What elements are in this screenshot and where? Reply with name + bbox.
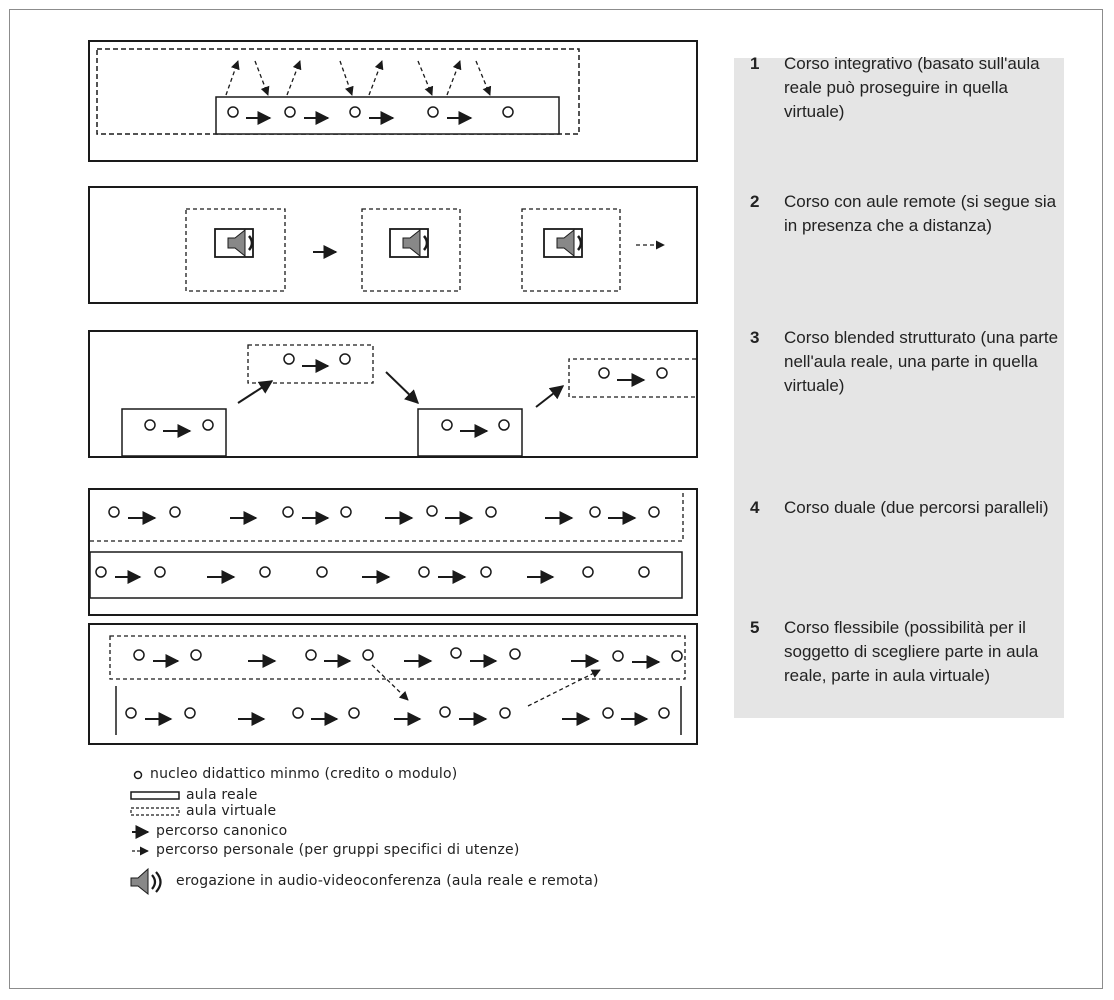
- circle-icon: [133, 770, 143, 780]
- virtual-room: [568, 358, 696, 398]
- real-room: [215, 96, 560, 135]
- legend-virtual-room: aula virtuale: [186, 803, 277, 819]
- legend-canonical-path: percorso canonico: [156, 823, 288, 839]
- item-text: Corso blended strutturato (una parte nel…: [784, 328, 1059, 395]
- nucleus: [427, 106, 439, 118]
- solid-rectangle-icon: [130, 791, 180, 800]
- diagram-dual: [88, 488, 698, 616]
- virtual-room: [521, 208, 621, 292]
- item-text: Corso flessibile (possibilità per il sog…: [784, 618, 1039, 685]
- real-room: [89, 551, 683, 599]
- diagram-3-content: [121, 344, 696, 457]
- item-number: 2: [750, 192, 760, 211]
- item-number: 3: [750, 328, 760, 347]
- virtual-room: [247, 344, 374, 384]
- item-text: Corso duale (due percorsi paralleli): [784, 498, 1049, 517]
- virtual-room: [361, 208, 461, 292]
- nucleus: [349, 106, 361, 118]
- real-room: [417, 408, 523, 457]
- nucleus: [227, 106, 239, 118]
- legend-conference: erogazione in audio-videoconferenza (aul…: [176, 873, 599, 889]
- figure-frame: [9, 9, 1103, 989]
- diagram-remote-rooms: [88, 186, 698, 304]
- description-panel: [734, 58, 1064, 718]
- virtual-room: [185, 208, 286, 292]
- item-text: Corso con aule remote (si segue sia in p…: [784, 192, 1057, 235]
- speaker-icon: [214, 228, 254, 258]
- item-number: 5: [750, 618, 760, 637]
- legend-personal-path: percorso personale (per gruppi specifici…: [156, 842, 520, 858]
- item-number: 1: [750, 54, 760, 73]
- diagram-2-content: [185, 208, 665, 292]
- dashed-rectangle-icon: [130, 807, 180, 816]
- item-text: Corso integrativo (basato sull'aula real…: [784, 54, 1040, 121]
- speaker-icon: [543, 228, 583, 258]
- speaker-icon: [389, 228, 429, 258]
- virtual-room: [90, 491, 684, 542]
- diagram-1-content: [96, 48, 580, 135]
- virtual-room: [109, 635, 686, 680]
- speaker-icon: [130, 867, 162, 896]
- diagram-blended: [88, 330, 698, 458]
- diagram-flexible: [88, 623, 698, 745]
- legend-real-room: aula reale: [186, 787, 258, 803]
- nucleus: [502, 106, 514, 118]
- diagram-5-content: [109, 635, 686, 735]
- legend-nucleus: nucleo didattico minmo (credito o modulo…: [150, 766, 458, 782]
- real-room: [121, 408, 227, 457]
- item-number: 4: [750, 498, 760, 517]
- diagram-4-content: [89, 491, 684, 599]
- diagram-integrative: [88, 40, 698, 162]
- legend-icons: [130, 770, 180, 896]
- nucleus: [284, 106, 296, 118]
